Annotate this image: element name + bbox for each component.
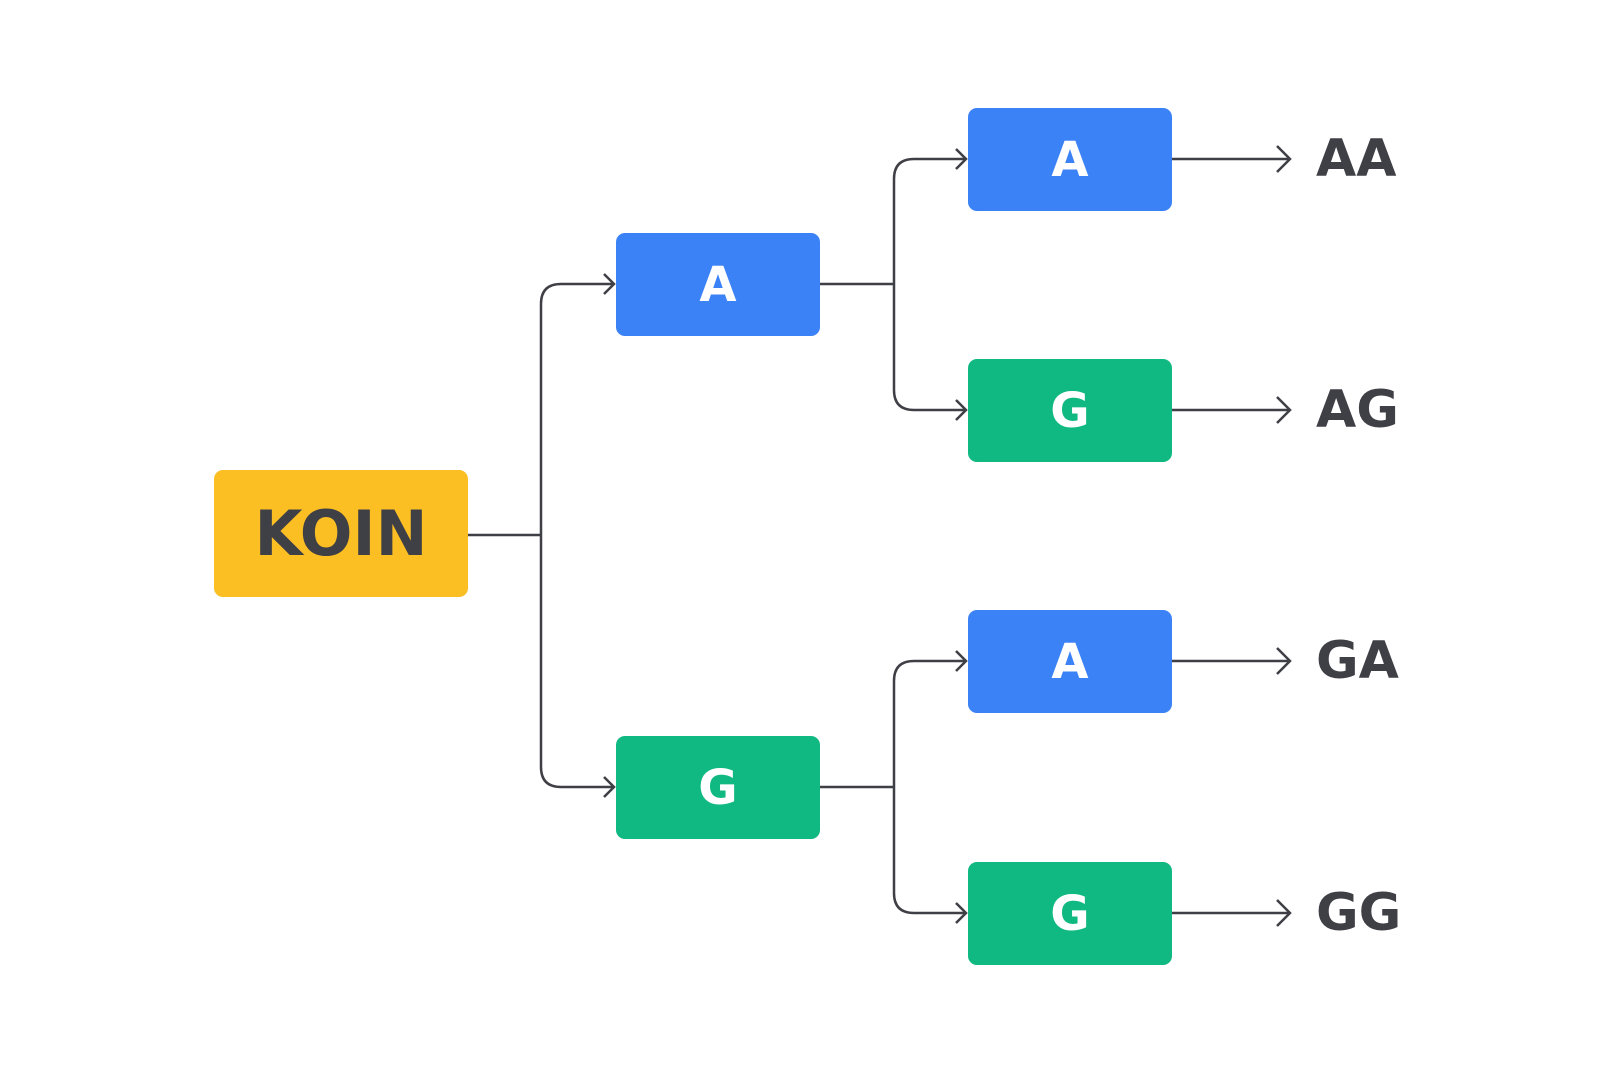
arrowhead-node-ag	[955, 399, 968, 421]
level1-node-g: G	[616, 736, 820, 839]
connector-g-to-ga	[892, 659, 966, 787]
arrowhead-level1-g	[603, 776, 616, 798]
level2-label: G	[1050, 382, 1090, 439]
level1-label-g: G	[698, 759, 738, 816]
level2-node-ag: G	[968, 359, 1172, 462]
arrowhead-outcome-ga	[1276, 647, 1292, 675]
root-node-koin: KOIN	[214, 470, 468, 597]
arrowhead-node-ga	[955, 650, 968, 672]
level1-label-a: A	[699, 256, 737, 313]
arrowhead-outcome-aa	[1276, 145, 1292, 173]
connector-g-to-gg	[892, 787, 966, 915]
level2-label: A	[1051, 131, 1089, 188]
root-label: KOIN	[254, 497, 428, 570]
connector-root-to-g	[539, 535, 614, 789]
outcome-ga: GA	[1316, 631, 1399, 691]
level2-node-aa: A	[968, 108, 1172, 211]
level2-label: A	[1051, 633, 1089, 690]
level2-label: G	[1050, 885, 1090, 942]
level1-node-a: A	[616, 233, 820, 336]
arrowhead-node-aa	[955, 148, 968, 170]
outcome-ag: AG	[1316, 380, 1399, 440]
arrowhead-outcome-ag	[1276, 396, 1292, 424]
connector-root-to-a	[539, 282, 614, 535]
arrowhead-node-gg	[955, 902, 968, 924]
arrowhead-outcome-gg	[1276, 899, 1292, 927]
outcome-aa: AA	[1316, 129, 1397, 189]
connector-a-to-aa	[892, 157, 966, 284]
connector-a-to-ag	[892, 284, 966, 412]
level2-node-gg: G	[968, 862, 1172, 965]
level2-node-ga: A	[968, 610, 1172, 713]
arrowhead-level1-a	[603, 273, 616, 295]
outcome-gg: GG	[1316, 883, 1402, 943]
